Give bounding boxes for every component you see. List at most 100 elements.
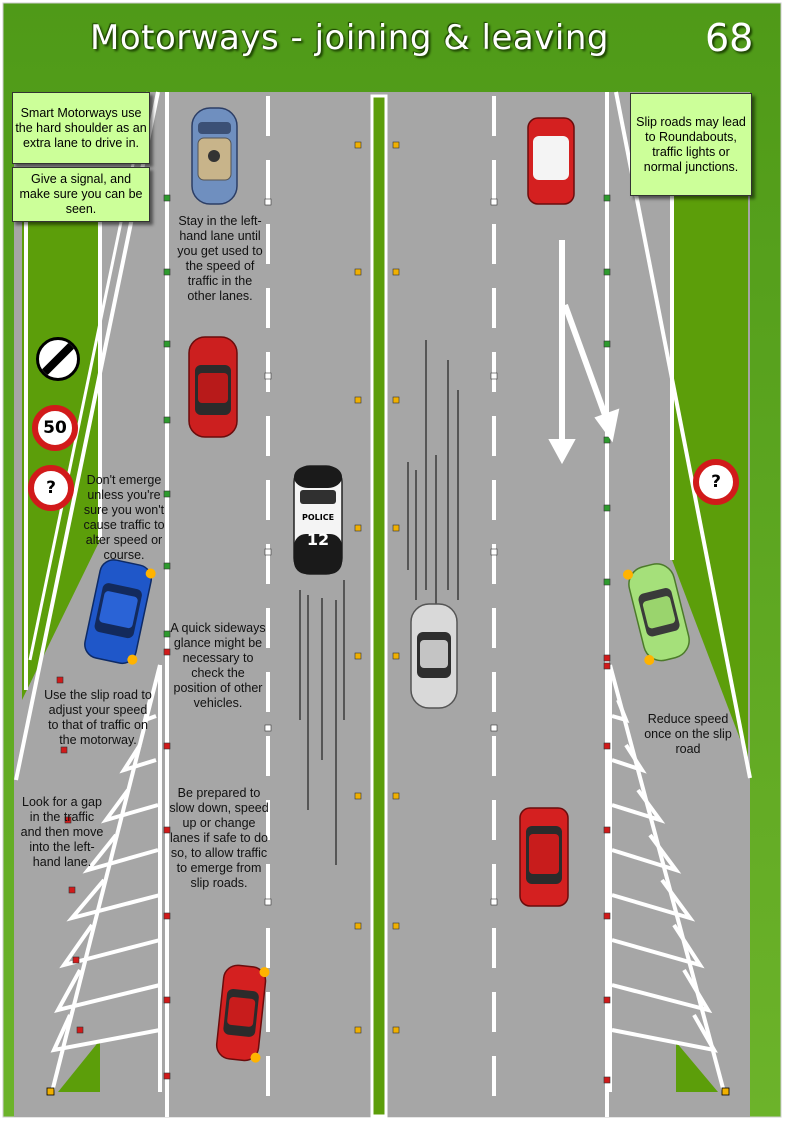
slip-roads-text: Slip roads may lead to Roundabouts, traf… — [636, 114, 746, 174]
police-number: 12 — [307, 530, 329, 549]
speed-limit-sign: 50 — [32, 405, 78, 451]
road-stud — [603, 996, 611, 1004]
road-stud — [354, 792, 362, 800]
police-car: POLICE 12 — [293, 465, 343, 575]
road-stud — [603, 654, 611, 662]
note-stay-left: Stay in the left-hand lane until you get… — [177, 214, 263, 303]
lane-dash — [492, 800, 496, 840]
road-stud — [603, 578, 611, 586]
red-car-lower — [215, 964, 270, 1063]
road-stud — [76, 1026, 84, 1034]
road-stud — [163, 630, 171, 638]
road-stud — [603, 662, 611, 670]
diagonal-bar-icon — [41, 342, 75, 376]
lane-dash — [492, 736, 496, 776]
road-stud — [163, 648, 171, 656]
lane-dash — [266, 608, 270, 648]
road-stud — [163, 268, 171, 276]
lane-dash — [266, 736, 270, 776]
road-stud — [60, 746, 68, 754]
right-gore-marker — [721, 1087, 730, 1096]
road-stud — [354, 922, 362, 930]
note-sideways-glance: A quick sideways glance might be necessa… — [170, 621, 266, 710]
left-gore-marker — [46, 1087, 55, 1096]
note-reduce-speed: Reduce speed once on the slip road — [644, 712, 732, 756]
blue-car — [84, 559, 156, 665]
road-stud — [163, 742, 171, 750]
road-stud — [163, 912, 171, 920]
lane-dash — [266, 672, 270, 712]
central-reservation — [370, 94, 388, 1118]
note-be-prepared: Be prepared to slow down, speed up or ch… — [169, 786, 269, 890]
lane-dash — [266, 352, 270, 392]
slip-roads-box: Slip roads may lead to Roundabouts, traf… — [630, 93, 752, 196]
note-use-slip-road: Use the slip road to adjust your speed t… — [44, 688, 152, 747]
road-stud — [603, 742, 611, 750]
road-stud — [490, 372, 498, 380]
road-stud — [392, 396, 400, 404]
road-stud — [392, 792, 400, 800]
road-stud — [354, 1026, 362, 1034]
lane-dash — [266, 928, 270, 968]
road-stud — [163, 490, 171, 498]
lane-dash — [266, 480, 270, 520]
question-mark-right: ? — [711, 472, 721, 492]
lane-dash — [492, 480, 496, 520]
road-stud — [392, 268, 400, 276]
road-stud — [603, 826, 611, 834]
road-stud — [72, 956, 80, 964]
lane-dash — [492, 96, 496, 136]
right-gore-hatching — [608, 664, 726, 1093]
note-dont-emerge: Don't emerge unless you're sure you won'… — [83, 473, 165, 562]
road-stud — [163, 340, 171, 348]
lane-dash — [266, 800, 270, 840]
give-signal-box: Give a signal, and make sure you can be … — [12, 167, 150, 222]
road-stud — [603, 268, 611, 276]
road-stud — [392, 922, 400, 930]
national-speed-limit-sign — [36, 337, 80, 381]
smart-motorways-box: Smart Motorways use the hard shoulder as… — [12, 92, 150, 164]
left-gore-hatching — [50, 664, 162, 1093]
silver-car — [410, 603, 458, 709]
lane-dash — [492, 352, 496, 392]
road-stud — [354, 141, 362, 149]
road-stud — [603, 436, 611, 444]
road-stud — [163, 562, 171, 570]
convertible-car — [191, 107, 238, 205]
red-car-upper — [188, 336, 238, 438]
right-bottom-verge — [676, 1042, 718, 1092]
road-stud — [264, 724, 272, 732]
lane-dash — [492, 544, 496, 584]
road-studs — [56, 141, 611, 1084]
lane-dash — [492, 672, 496, 712]
lane-dash — [266, 992, 270, 1032]
question-mark-left: ? — [46, 478, 56, 498]
question-sign-left: ? — [28, 465, 74, 511]
road-stud — [490, 198, 498, 206]
road-stud — [603, 1076, 611, 1084]
red-mini-lower — [519, 807, 569, 907]
lane-dash — [492, 160, 496, 200]
speed-limit-value: 50 — [43, 418, 67, 438]
lane-dash — [492, 864, 496, 904]
road-stud — [163, 826, 171, 834]
road-stud — [264, 372, 272, 380]
question-sign-right: ? — [693, 459, 739, 505]
road-stud — [56, 676, 64, 684]
lane-dash — [492, 224, 496, 264]
lane-dash — [492, 992, 496, 1032]
road-stud — [490, 898, 498, 906]
road-stud — [163, 996, 171, 1004]
road-stud — [392, 141, 400, 149]
lane-dash — [266, 288, 270, 328]
road-stud — [603, 504, 611, 512]
road-stud — [490, 724, 498, 732]
red-mini-upper — [527, 117, 575, 205]
lane-dash — [492, 416, 496, 456]
smart-motorways-text: Smart Motorways use the hard shoulder as… — [15, 105, 147, 150]
left-bottom-verge — [58, 1040, 100, 1092]
road-stud — [354, 652, 362, 660]
lane-dash — [492, 288, 496, 328]
lane-dashes — [266, 96, 496, 1096]
